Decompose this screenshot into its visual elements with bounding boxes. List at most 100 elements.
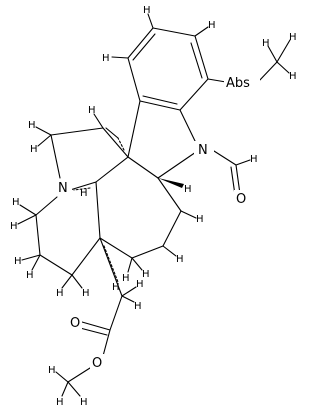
bond [179, 78, 209, 111]
h-label: H [136, 279, 144, 290]
h-label: H [262, 38, 270, 49]
bond [152, 27, 196, 37]
bond [21, 254, 41, 261]
bond [39, 254, 73, 276]
atom-label-n2: N [198, 143, 208, 158]
h-label: H [14, 256, 22, 267]
bond [162, 245, 177, 257]
h-label: H [80, 397, 88, 408]
bond [127, 156, 159, 179]
bond [179, 109, 197, 144]
h-label: H [142, 269, 150, 280]
atom-label-group: N N Abs O O O [56, 73, 260, 371]
h-label: H [102, 53, 110, 64]
bond [235, 159, 251, 166]
bond [102, 329, 111, 357]
bond [93, 113, 104, 129]
bond [102, 127, 129, 158]
h-label: H [28, 120, 36, 131]
h-label: H [30, 144, 38, 155]
h-label: H [208, 20, 216, 31]
h-label: H [82, 288, 90, 299]
bond [257, 61, 278, 83]
bond [131, 257, 143, 271]
hydrogen-bond-group [17, 13, 291, 397]
h-label: H [134, 301, 142, 312]
bond [71, 237, 101, 276]
bond [79, 327, 108, 336]
bond [67, 367, 91, 383]
bond [157, 151, 197, 179]
bond [162, 210, 182, 247]
bond [190, 42, 203, 79]
h-label: H [26, 270, 34, 281]
h-label: H [112, 282, 120, 293]
bond [194, 35, 209, 80]
bond [31, 254, 41, 271]
bond [142, 95, 178, 105]
bond [276, 61, 290, 74]
bond [276, 39, 291, 63]
bond [61, 274, 73, 289]
h-label: H [122, 273, 130, 284]
bond [111, 56, 129, 59]
h-label: H [88, 105, 96, 116]
bond [67, 381, 81, 397]
bond [50, 134, 61, 179]
bond-group [35, 27, 278, 383]
bond [139, 100, 181, 111]
bond [95, 156, 129, 183]
h-label: H [143, 5, 151, 16]
bond [131, 245, 164, 259]
bond [61, 381, 69, 397]
bond [35, 196, 58, 216]
h-label: H [289, 71, 297, 82]
bond [35, 214, 41, 256]
h-label: H [80, 188, 88, 199]
hash-bond [117, 137, 125, 151]
atom-label-methoxy-o: Abs [226, 76, 250, 91]
bond [121, 295, 135, 303]
bond [127, 27, 154, 59]
atom-label-ester-o: O [92, 356, 102, 371]
h-label: H [250, 154, 258, 165]
h-label: H [10, 221, 18, 232]
bond [71, 274, 83, 289]
bond [194, 26, 209, 37]
bond [267, 45, 278, 63]
bond [35, 126, 52, 136]
h-label: H [184, 184, 192, 195]
bond [235, 164, 241, 195]
hash-bond [103, 245, 119, 283]
h-label: H [12, 197, 20, 208]
bond [95, 181, 101, 239]
bond [127, 100, 141, 158]
h-label: H [289, 32, 297, 43]
bond [69, 181, 97, 191]
bond [17, 214, 37, 225]
molecule-structure: N N Abs O O O H H H H H H H H H H H H H … [10, 5, 297, 408]
bond [213, 150, 237, 166]
bond [132, 33, 156, 61]
bond [180, 210, 197, 219]
bond [147, 13, 154, 29]
bond [127, 257, 133, 273]
bond [99, 237, 123, 297]
h-label: H [176, 254, 184, 265]
bond [50, 127, 104, 136]
atom-label-formyl-o: O [236, 192, 246, 207]
bond [157, 177, 182, 212]
atom-label-ester-carbonyl-o: O [70, 316, 80, 331]
bond [99, 237, 133, 259]
h-label: H [48, 365, 56, 376]
bond [37, 134, 52, 147]
bond [121, 286, 137, 297]
wedge-bond [158, 178, 184, 188]
bond [109, 295, 123, 331]
h-label: H [56, 397, 64, 408]
hash-bond [73, 187, 91, 191]
h-label: H [196, 214, 204, 225]
bond [19, 204, 37, 216]
bond [81, 321, 111, 331]
hydrogen-label-group: H H H H H H H H H H H H H H H H H H H H … [10, 5, 297, 408]
